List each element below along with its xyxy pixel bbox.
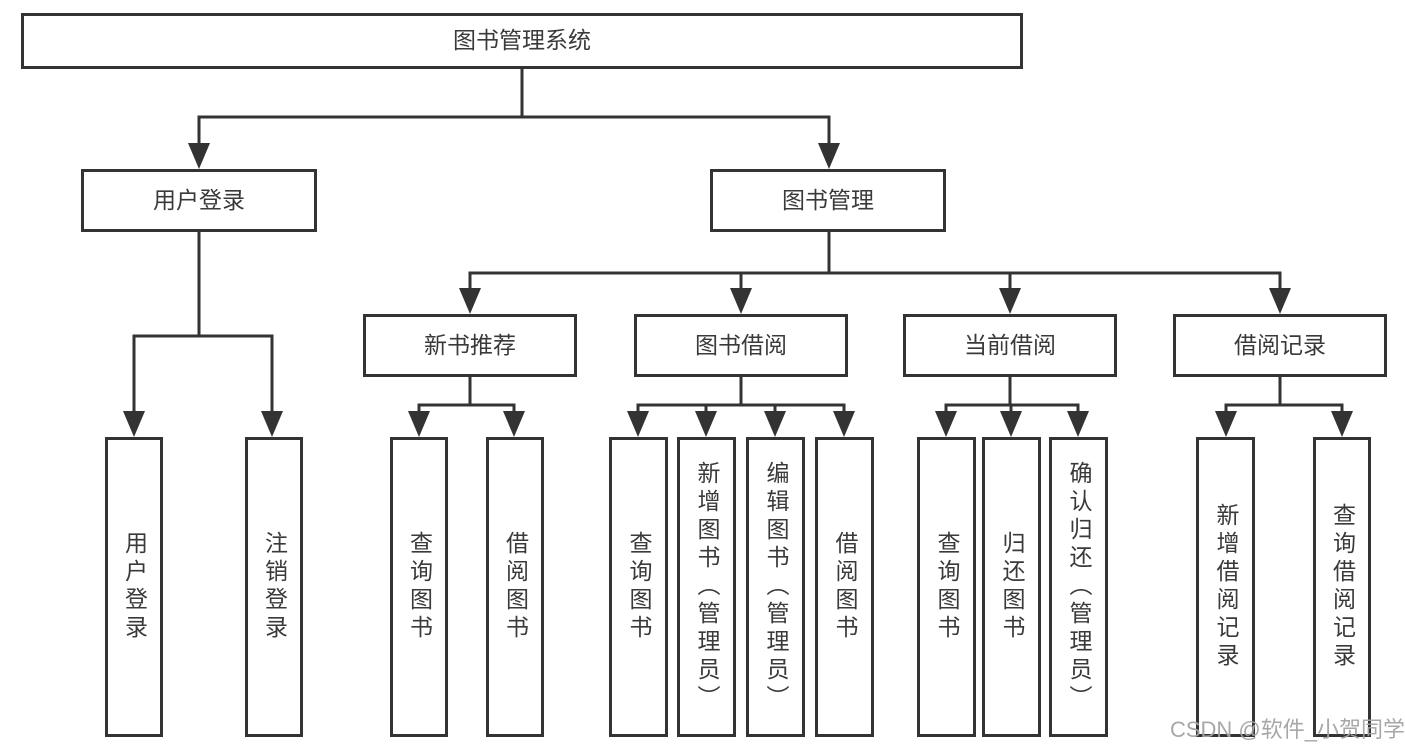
arrowhead-icon bbox=[408, 411, 430, 437]
arrowhead-icon bbox=[1000, 411, 1022, 437]
arrowhead-icon bbox=[503, 411, 525, 437]
leaf-user-login: 用户登录 bbox=[105, 437, 163, 737]
leaf-add-borrow-record: 新增借阅记录 bbox=[1196, 437, 1255, 737]
arrowhead-icon bbox=[730, 288, 752, 314]
branch-lines bbox=[132, 67, 1344, 417]
arrowhead-icon bbox=[695, 411, 717, 437]
leaf-confirm-return-admin: 确认归还（管理员） bbox=[1049, 437, 1108, 737]
node-new-book-recommend: 新书推荐 bbox=[363, 314, 577, 377]
arrowhead-icon bbox=[188, 143, 210, 169]
arrowhead-icon bbox=[627, 411, 649, 437]
leaf-borrow-books: 借阅图书 bbox=[815, 437, 874, 737]
leaf-add-books-admin: 新增图书（管理员） bbox=[677, 437, 736, 737]
arrowhead-icon bbox=[833, 411, 855, 437]
node-book-management-system: 图书管理系统 bbox=[21, 13, 1023, 69]
node-borrow-records: 借阅记录 bbox=[1173, 314, 1387, 377]
arrowhead-icon bbox=[764, 411, 786, 437]
csdn-watermark: CSDN @软件_小贺同学 bbox=[1169, 717, 1405, 742]
leaf-return-books: 归还图书 bbox=[982, 437, 1041, 737]
arrowhead-icon bbox=[1067, 411, 1089, 437]
arrowhead-icon bbox=[999, 288, 1021, 314]
node-user-login: 用户登录 bbox=[81, 169, 317, 232]
leaf-query-books-recommend: 查询图书 bbox=[390, 437, 448, 737]
arrowhead-icon bbox=[123, 411, 145, 437]
arrowhead-icon bbox=[818, 143, 840, 169]
leaf-query-books-current: 查询图书 bbox=[917, 437, 976, 737]
leaf-query-books-borrow: 查询图书 bbox=[609, 437, 668, 737]
arrowhead-icon bbox=[1331, 411, 1353, 437]
node-book-management: 图书管理 bbox=[710, 169, 946, 232]
leaf-query-borrow-record: 查询借阅记录 bbox=[1313, 437, 1371, 737]
arrowhead-icon bbox=[1215, 411, 1237, 437]
leaf-borrow-books-recommend: 借阅图书 bbox=[486, 437, 544, 737]
leaf-logout: 注销登录 bbox=[245, 437, 303, 737]
arrowhead-icon bbox=[261, 411, 283, 437]
arrowhead-icon bbox=[935, 411, 957, 437]
leaf-edit-books-admin: 编辑图书（管理员） bbox=[746, 437, 805, 737]
arrowhead-icon bbox=[459, 288, 481, 314]
node-current-borrow: 当前借阅 bbox=[903, 314, 1117, 377]
node-book-borrow: 图书借阅 bbox=[634, 314, 848, 377]
arrowhead-icon bbox=[1269, 288, 1291, 314]
